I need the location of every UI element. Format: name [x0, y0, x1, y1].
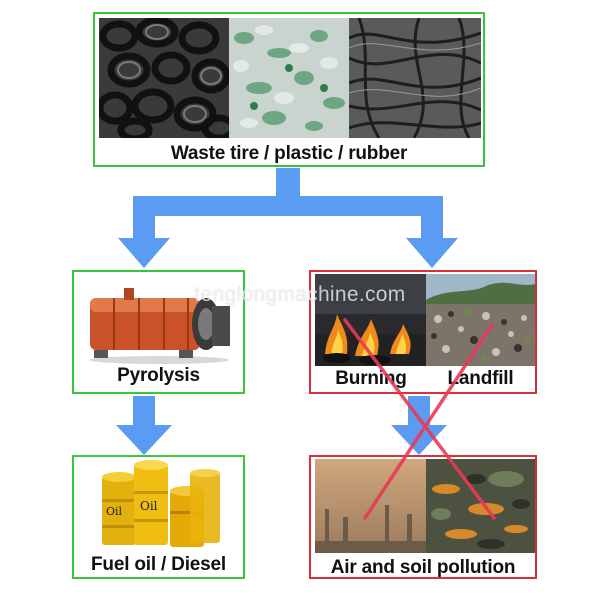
waste-tires-photo: [99, 18, 229, 138]
landfill-label: Landfill: [447, 368, 514, 389]
fuel-oil-label: Fuel oil / Diesel: [91, 554, 226, 575]
oil-barrel-label-a: Oil: [106, 505, 123, 518]
source-box: Waste tire / plastic / rubber: [93, 12, 485, 167]
plastic-bottles-photo: [229, 18, 349, 138]
pyrolysis-label: Pyrolysis: [117, 365, 200, 386]
fuel-oil-box: Oil Oil Fuel oil / Diesel: [72, 455, 245, 579]
watermark: tenglongmachine.com: [194, 283, 406, 306]
pyrolysis-box: Pyrolysis: [72, 270, 245, 394]
pollution-box: Air and soil pollution: [309, 455, 537, 579]
oil-barrels-photo: Oil Oil: [94, 459, 224, 551]
burning-label: Burning: [335, 368, 407, 389]
pollution-label: Air and soil pollution: [330, 557, 516, 578]
air-pollution-photo: [315, 459, 426, 553]
pyrolysis-reactor-photo: [84, 276, 234, 364]
soil-pollution-photo: [426, 459, 535, 553]
source-label: Waste tire / plastic / rubber: [170, 143, 408, 164]
oil-barrel-label-b: Oil: [140, 499, 158, 513]
rubber-scrap-photo: [349, 18, 481, 138]
